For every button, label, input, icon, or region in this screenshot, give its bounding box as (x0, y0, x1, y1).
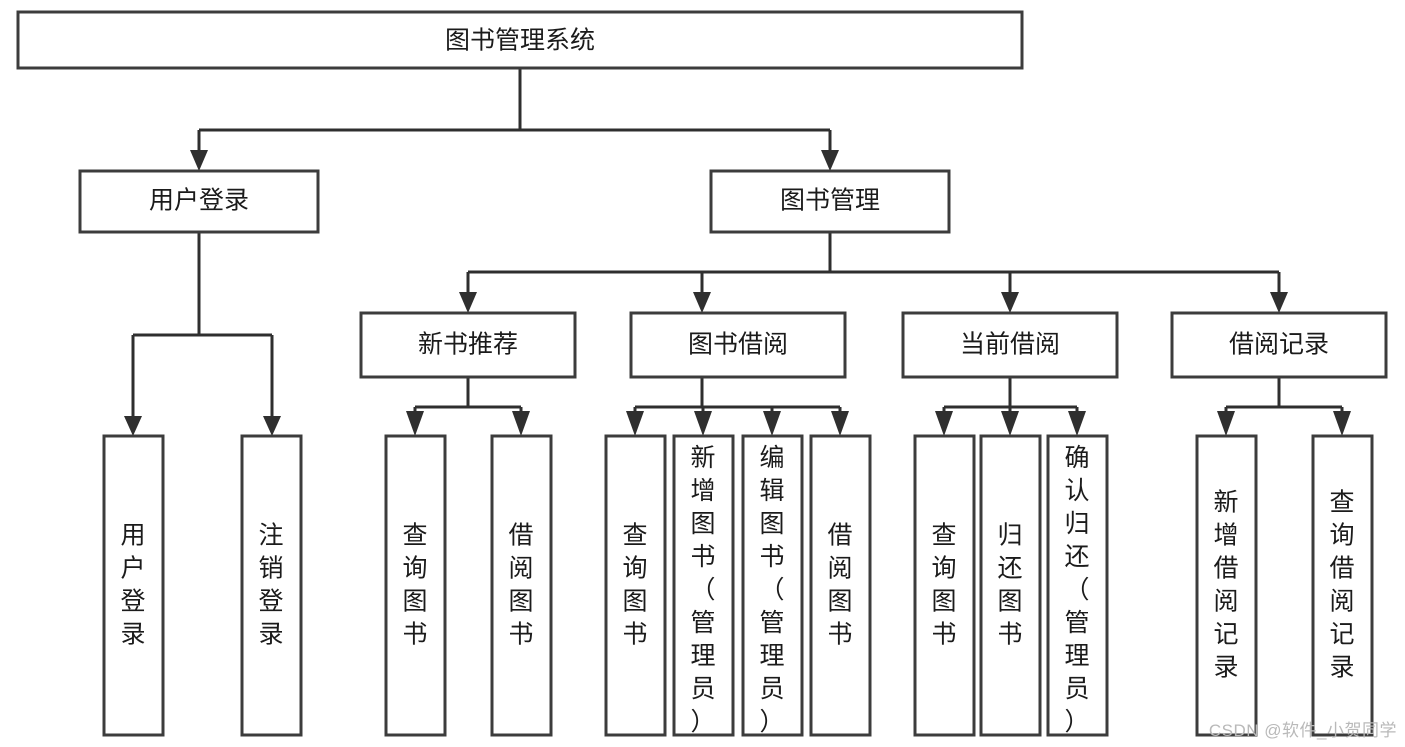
leaf-label-user-login: 用户登录 (120, 521, 145, 648)
leaf-label-query-book-recommend: 查询图书 (402, 521, 427, 648)
book-management-box[interactable] (709, 169, 951, 234)
leaf-node[interactable]: 查询图书 (604, 434, 667, 737)
leaf-label-confirm-return-admin: 确认归还（管理员） (1064, 444, 1089, 736)
leaf-label-query-book-current: 查询图书 (931, 521, 956, 648)
node-new-book-recommend[interactable]: 新书推荐 (359, 311, 577, 379)
leaf-label-query-borrow-record: 查询借阅记录 (1329, 488, 1354, 681)
current-borrow-box[interactable] (901, 311, 1119, 379)
borrow-record-box[interactable] (1170, 311, 1388, 379)
leaf-box[interactable] (809, 434, 872, 737)
leaf-node[interactable]: 注销登录 (240, 434, 303, 737)
arrow-to-book-borrow (693, 292, 711, 313)
root-box[interactable] (16, 10, 1024, 70)
leaf-label-edit-book-admin: 编辑图书（管理员） (759, 444, 784, 736)
user-login-label: 用户登录 (149, 187, 249, 215)
borrow-record-label: 借阅记录 (1229, 331, 1329, 359)
leaf-label-query-book-borrow: 查询图书 (622, 521, 647, 648)
leaf-label-return-book: 归还图书 (997, 521, 1022, 648)
new-book-recommend-label: 新书推荐 (418, 331, 518, 359)
arrow-borrow-leaf-4 (831, 411, 849, 436)
leaf-label-borrow-book-recommend: 借阅图书 (508, 521, 533, 648)
leaf-node[interactable]: 新增借阅记录 (1195, 434, 1258, 737)
leaf-node[interactable]: 借阅图书 (809, 434, 872, 737)
leaf-box[interactable] (384, 434, 447, 737)
arrow-recommend-leaf-2 (512, 411, 530, 436)
leaf-node[interactable]: 查询借阅记录 (1311, 434, 1374, 737)
arrow-recommend-leaf-1 (406, 411, 424, 436)
arrow-borrow-leaf-1 (626, 411, 644, 436)
leaf-box[interactable] (672, 434, 735, 737)
arrow-current-leaf-2 (1001, 411, 1019, 436)
node-root-book-management-system[interactable]: 图书管理系统 (16, 10, 1024, 70)
leaf-label-add-book-admin: 新增图书（管理员） (690, 444, 715, 736)
leaf-node[interactable]: 查询图书 (913, 434, 976, 737)
book-borrow-label: 图书借阅 (688, 331, 788, 359)
book-management-label: 图书管理 (780, 187, 880, 215)
current-borrow-label: 当前借阅 (960, 331, 1060, 359)
leaf-label-add-borrow-record: 新增借阅记录 (1213, 488, 1238, 681)
book-borrow-box[interactable] (629, 311, 847, 379)
leaf-node[interactable]: 借阅图书 (490, 434, 553, 737)
leaf-box[interactable] (1195, 434, 1258, 737)
node-book-management[interactable]: 图书管理 (709, 169, 951, 234)
arrow-to-user-login (190, 150, 208, 171)
arrow-record-leaf-2 (1333, 411, 1351, 436)
root-label: 图书管理系统 (445, 27, 595, 55)
leaf-node[interactable]: 新增图书（管理员） (672, 434, 735, 737)
arrow-to-book-management (821, 150, 839, 171)
leaf-node[interactable]: 用户登录 (102, 434, 165, 737)
connector-layer (124, 68, 1351, 436)
leaf-box[interactable] (913, 434, 976, 737)
leaf-box[interactable] (979, 434, 1042, 737)
leaf-box[interactable] (1311, 434, 1374, 737)
node-book-borrow[interactable]: 图书借阅 (629, 311, 847, 379)
leaf-label-borrow-book-borrow: 借阅图书 (827, 521, 852, 648)
node-current-borrow[interactable]: 当前借阅 (901, 311, 1119, 379)
arrow-to-borrow-record (1270, 292, 1288, 313)
arrow-to-new-book-recommend (459, 292, 477, 313)
leaf-node[interactable]: 确认归还（管理员） (1046, 434, 1109, 737)
arrow-borrow-leaf-2 (694, 411, 712, 436)
leaf-layer: 用户登录 注销登录 查询图书 借阅图书 查询图书 新增图书 (102, 434, 1374, 737)
watermark-text: CSDN @软件_小贺同学 (1208, 721, 1397, 740)
arrow-to-current-borrow (1001, 292, 1019, 313)
arrow-login-leaf-1 (124, 416, 142, 436)
leaf-box[interactable] (1046, 434, 1109, 737)
arrow-login-leaf-2 (263, 416, 281, 436)
arrow-borrow-leaf-3 (763, 411, 781, 436)
node-borrow-record[interactable]: 借阅记录 (1170, 311, 1388, 379)
arrow-current-leaf-3 (1068, 411, 1086, 436)
new-book-recommend-box[interactable] (359, 311, 577, 379)
leaf-box[interactable] (240, 434, 303, 737)
arrow-record-leaf-1 (1217, 411, 1235, 436)
user-login-box[interactable] (78, 169, 320, 234)
node-user-login[interactable]: 用户登录 (78, 169, 320, 234)
leaf-box[interactable] (741, 434, 804, 737)
leaf-box[interactable] (490, 434, 553, 737)
leaf-box[interactable] (102, 434, 165, 737)
arrow-current-leaf-1 (935, 411, 953, 436)
leaf-node[interactable]: 查询图书 (384, 434, 447, 737)
leaf-node[interactable]: 编辑图书（管理员） (741, 434, 804, 737)
leaf-node[interactable]: 归还图书 (979, 434, 1042, 737)
leaf-box[interactable] (604, 434, 667, 737)
leaf-label-logout: 注销登录 (258, 521, 283, 648)
